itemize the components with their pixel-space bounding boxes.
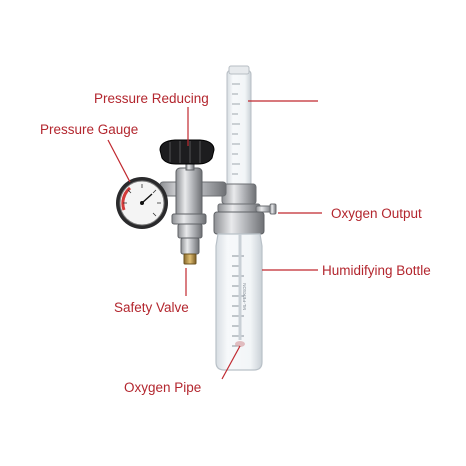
leader-pressure-gauge (107, 139, 131, 183)
leader-oxygen-pipe (221, 345, 241, 380)
pressure-gauge-dial (116, 177, 168, 229)
label-humidifying-bottle: Humidifying Bottle (322, 263, 431, 278)
regulator-body (159, 159, 227, 225)
label-safety-valve: Safety Valve (114, 300, 189, 315)
label-pressure-reducing: Pressure Reducing (94, 91, 209, 106)
oxygen-output-nozzle (255, 203, 277, 215)
bottle-cap (213, 211, 265, 235)
label-oxygen-output: Oxygen Output (331, 206, 422, 221)
bottle-scale-text: ML-PERSON (242, 283, 247, 310)
label-pressure-gauge: Pressure Gauge (40, 122, 139, 137)
humidifying-bottle-body (215, 233, 263, 371)
flowmeter-collar (217, 183, 261, 213)
safety-valve-fitting (177, 223, 203, 265)
leader-lines (107, 100, 322, 380)
label-oxygen-pipe: Oxygen Pipe (124, 380, 202, 395)
pressure-reducing-knob (159, 139, 215, 165)
flowmeter-tube (226, 65, 252, 189)
